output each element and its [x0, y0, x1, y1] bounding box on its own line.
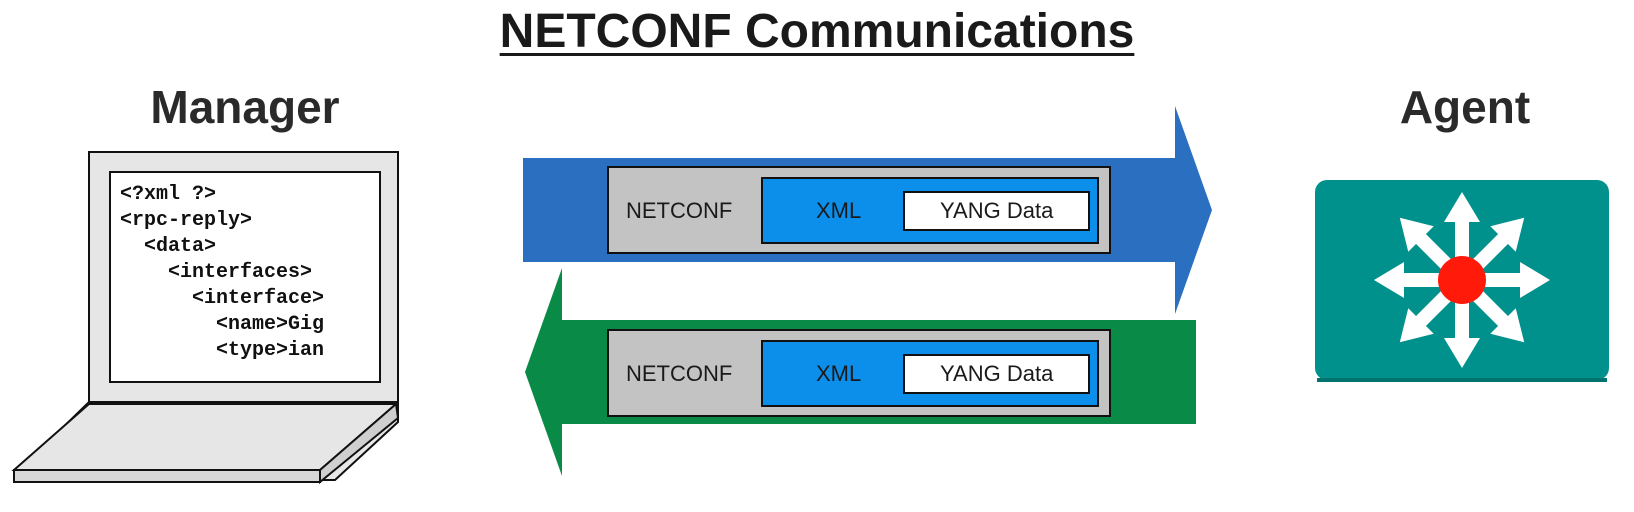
netconf-label-reply: NETCONF	[626, 361, 733, 386]
page-title: NETCONF Communications	[499, 5, 1135, 58]
code-line: <name>Gig	[120, 313, 325, 336]
agent-label: Agent	[1399, 81, 1531, 133]
netconf-label-request: NETCONF	[626, 198, 733, 223]
code-line: <interface>	[120, 287, 325, 310]
code-line: <type>ian	[120, 339, 325, 362]
yang-box-request	[903, 191, 1090, 231]
xml-label-reply: XML	[816, 361, 862, 386]
yang-label-reply: YANG Data	[940, 361, 1054, 386]
code-line: <?xml ?>	[120, 183, 217, 206]
manager-label: Manager	[150, 81, 340, 133]
laptop-icon	[11, 151, 400, 485]
code-line: <interfaces>	[120, 261, 313, 284]
yang-box-reply	[903, 354, 1090, 394]
code-line: <rpc-reply>	[120, 209, 253, 232]
yang-label-request: YANG Data	[940, 198, 1054, 223]
xml-code-block: <?xml ?><rpc-reply> <data> <interfaces> …	[120, 182, 385, 378]
code-line: <data>	[120, 235, 217, 258]
network-switch-icon	[1315, 180, 1609, 382]
xml-label-request: XML	[816, 198, 862, 223]
